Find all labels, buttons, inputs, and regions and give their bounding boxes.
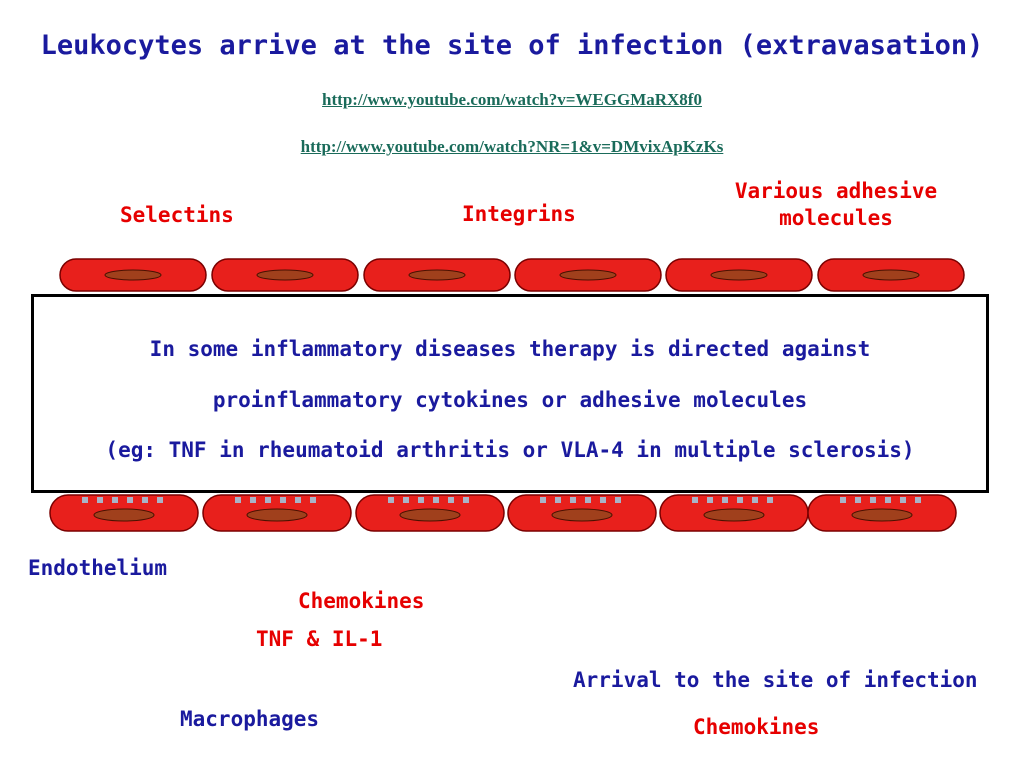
adhesion-receptor (280, 497, 286, 503)
adhesion-receptor (250, 497, 256, 503)
adhesion-receptor (127, 497, 133, 503)
cell-nucleus (246, 508, 308, 522)
adhesion-receptor (870, 497, 876, 503)
adhesion-receptor (855, 497, 861, 503)
chemokines-label-2: Chemokines (693, 715, 820, 739)
endothelium-label: Endothelium (28, 556, 168, 580)
integrins-label: Integrins (462, 202, 576, 226)
adhesive-molecules-label: Various adhesive molecules (722, 179, 950, 230)
cell-nucleus (104, 269, 162, 281)
cell-nucleus (93, 508, 155, 522)
adhesion-receptor (840, 497, 846, 503)
cell-nucleus (551, 508, 613, 522)
adhesion-receptor (885, 497, 891, 503)
adhesion-receptor (570, 497, 576, 503)
adhesion-receptor (737, 497, 743, 503)
cell-nucleus (408, 269, 466, 281)
bottom-endothelial-row (49, 494, 957, 532)
info-line-1: In some inflammatory diseases therapy is… (149, 337, 871, 361)
adhesion-receptor (142, 497, 148, 503)
adhesion-receptor (615, 497, 621, 503)
adhesion-receptor (585, 497, 591, 503)
macrophages-label: Macrophages (180, 707, 320, 731)
adhesion-receptor (915, 497, 921, 503)
adhesion-receptor (112, 497, 118, 503)
adhesive-label-line1: Various adhesive (734, 179, 938, 203)
adhesion-receptor (295, 497, 301, 503)
cell-nucleus (703, 508, 765, 522)
adhesion-receptor (157, 497, 163, 503)
adhesion-receptor (418, 497, 424, 503)
top-endothelial-row (59, 258, 965, 292)
adhesion-receptor (722, 497, 728, 503)
arrival-label: Arrival to the site of infection (573, 668, 978, 692)
cell-nucleus (399, 508, 461, 522)
page-title: Leukocytes arrive at the site of infecti… (40, 30, 984, 61)
adhesion-receptor (463, 497, 469, 503)
selectins-label: Selectins (120, 203, 234, 227)
adhesion-receptor (600, 497, 606, 503)
info-line-2: proinflammatory cytokines or adhesive mo… (212, 388, 808, 412)
adhesion-receptor (900, 497, 906, 503)
adhesion-receptor (97, 497, 103, 503)
cell-nucleus (559, 269, 617, 281)
adhesion-receptor (555, 497, 561, 503)
adhesion-receptor (752, 497, 758, 503)
adhesion-receptor (707, 497, 713, 503)
adhesion-receptor (265, 497, 271, 503)
adhesion-receptor (540, 497, 546, 503)
adhesion-receptor (767, 497, 773, 503)
therapy-info-box: In some inflammatory diseases therapy is… (31, 294, 989, 493)
adhesion-receptor (448, 497, 454, 503)
cell-nucleus (862, 269, 920, 281)
adhesion-receptor (403, 497, 409, 503)
adhesion-receptor (692, 497, 698, 503)
adhesion-receptor (388, 497, 394, 503)
adhesion-receptor (310, 497, 316, 503)
adhesion-receptor (82, 497, 88, 503)
cell-nucleus (256, 269, 314, 281)
cell-nucleus (851, 508, 913, 522)
adhesion-receptor (235, 497, 241, 503)
tnf-il1-label: TNF & IL-1 (256, 627, 383, 651)
adhesion-receptor (433, 497, 439, 503)
video-link-2[interactable]: http://www.youtube.com/watch?NR=1&v=DMvi… (300, 137, 724, 156)
chemokines-label-1: Chemokines (298, 589, 425, 613)
cell-nucleus (710, 269, 768, 281)
info-line-3: (eg: TNF in rheumatoid arthritis or VLA-… (105, 438, 915, 462)
video-link-1[interactable]: http://www.youtube.com/watch?v=WEGGMaRX8… (322, 90, 702, 109)
adhesive-label-line2: molecules (779, 206, 893, 230)
